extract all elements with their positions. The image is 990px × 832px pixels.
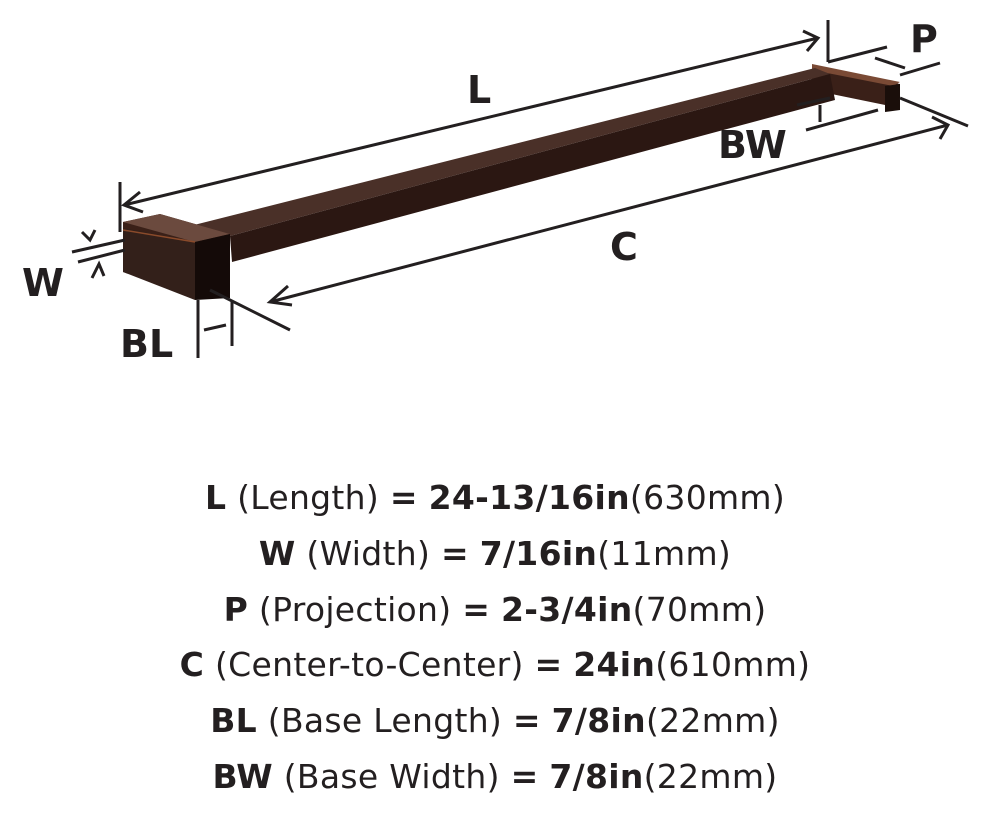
spec-center-to-center: C (Center-to-Center) = 24in(610mm): [0, 637, 990, 693]
spec-width: W (Width) = 7/16in(11mm): [0, 526, 990, 582]
spec-symbol: BW: [212, 756, 273, 796]
towel-bar-dimension-diagram: L P BW C W BL: [22, 17, 969, 366]
spec-value-in: 24-13/16in: [428, 478, 630, 517]
label-C: C: [610, 225, 638, 269]
spec-value-mm: (70mm): [632, 589, 767, 629]
dimension-lines: [71, 20, 969, 358]
spec-eq: =: [510, 756, 539, 796]
spec-value-mm: (630mm): [629, 478, 786, 517]
spec-value-mm: (22mm): [645, 701, 780, 741]
spec-value-in: 7/16in: [479, 533, 598, 573]
spec-symbol: C: [179, 645, 205, 685]
spec-value-mm: (11mm): [597, 533, 732, 573]
spec-value-mm: (22mm): [643, 756, 778, 796]
spec-length: L (Length) = 24-13/16in(630mm): [0, 470, 990, 526]
spec-eq: =: [389, 478, 418, 517]
label-W: W: [22, 261, 64, 305]
dimension-specs: L (Length) = 24-13/16in(630mm) W (Width)…: [0, 470, 990, 805]
spec-eq: =: [534, 645, 563, 685]
spec-value-mm: (610mm): [655, 645, 811, 685]
spec-eq: =: [440, 533, 469, 573]
spec-value-in: 7/8in: [549, 756, 644, 796]
towel-bar-illustration: [122, 64, 900, 300]
label-BW: BW: [718, 123, 787, 167]
label-BL: BL: [120, 322, 173, 366]
spec-name: (Base Length): [267, 701, 503, 741]
label-L: L: [467, 68, 491, 112]
spec-projection: P (Projection) = 2-3/4in(70mm): [0, 582, 990, 638]
spec-name: (Center-to-Center): [214, 645, 524, 685]
spec-symbol: W: [258, 533, 296, 573]
spec-symbol: L: [204, 478, 227, 517]
spec-name: (Base Width): [283, 756, 500, 796]
spec-eq: =: [462, 589, 491, 629]
spec-value-in: 2-3/4in: [500, 589, 633, 629]
spec-name: (Projection): [258, 589, 452, 629]
spec-symbol: P: [223, 589, 249, 629]
spec-base-width: BW (Base Width) = 7/8in(22mm): [0, 749, 990, 805]
spec-name: (Width): [306, 533, 431, 573]
spec-symbol: BL: [210, 701, 257, 741]
spec-value-in: 7/8in: [551, 701, 646, 741]
spec-base-length: BL (Base Length) = 7/8in(22mm): [0, 693, 990, 749]
label-P: P: [910, 17, 938, 61]
spec-value-in: 24in: [573, 645, 656, 685]
spec-name: (Length): [237, 478, 380, 517]
spec-eq: =: [512, 701, 541, 741]
